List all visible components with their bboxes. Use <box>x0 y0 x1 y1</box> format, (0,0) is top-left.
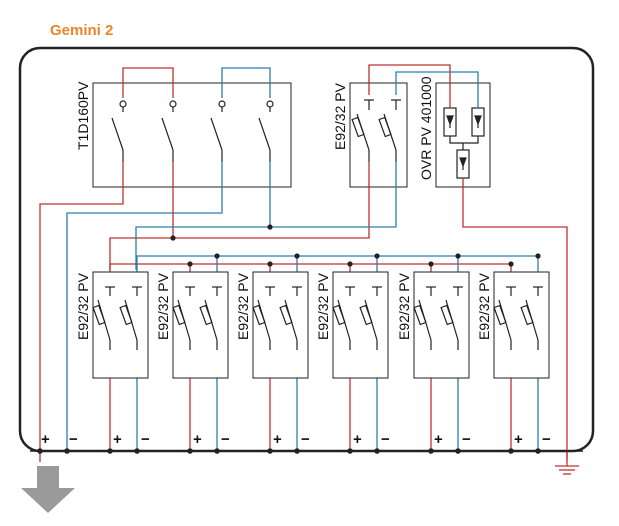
string-plus-label: + <box>434 431 443 448</box>
string-minus-label: − <box>141 431 150 448</box>
wire-blue <box>66 162 223 437</box>
wire-blue <box>395 71 479 108</box>
spd-fuse-label: E92/32 PV <box>332 82 348 150</box>
spd-fuse: E92/32 PV <box>332 82 408 188</box>
wire-red <box>39 162 124 437</box>
string-fuse-block: E92/32 PV <box>155 271 229 379</box>
fuse-icon <box>520 304 534 326</box>
string-fuse-label: E92/32 PV <box>476 272 492 340</box>
string-minus-label: − <box>542 431 551 448</box>
terminal-node <box>508 448 514 454</box>
diagram-title: Gemini 2 <box>50 22 114 39</box>
junction-node <box>508 261 514 267</box>
terminal-node <box>347 448 353 454</box>
string-plus-label: + <box>273 431 282 448</box>
string-fuse-block: E92/32 PV <box>235 271 309 379</box>
terminal-node <box>267 448 273 454</box>
surge-protector: OVR PV 401000 <box>418 76 491 188</box>
fuse-icon <box>493 304 507 326</box>
terminal-node <box>187 448 193 454</box>
fuse-icon <box>172 304 186 326</box>
fuse-icon <box>332 304 346 326</box>
junction-node <box>187 261 193 267</box>
string-fuse-block: E92/32 PV <box>396 271 470 379</box>
wire-red <box>122 67 174 98</box>
string-plus-label: + <box>113 431 122 448</box>
output-plus-label: + <box>41 431 50 448</box>
terminal-node <box>107 448 113 454</box>
string-plus-label: + <box>193 431 202 448</box>
junction-node <box>455 253 461 259</box>
fuse-icon <box>119 304 133 326</box>
terminal-node <box>428 448 434 454</box>
terminal-node <box>535 448 541 454</box>
string-fuse-label: E92/32 PV <box>155 272 171 340</box>
fuse-icon <box>199 304 213 326</box>
fuse-icon <box>378 116 392 138</box>
surge-protector-label: OVR PV 401000 <box>418 76 434 180</box>
terminal-node <box>214 448 220 454</box>
arrow-down-icon <box>21 466 75 513</box>
ground-icon <box>555 460 579 475</box>
output-minus-label: − <box>69 431 78 448</box>
terminal-node <box>37 448 43 454</box>
fuse-icon <box>351 116 365 138</box>
terminal-node <box>455 448 461 454</box>
string-plus-label: + <box>514 431 523 448</box>
fuse-icon <box>279 304 293 326</box>
string-fuse-block: E92/32 PV <box>476 271 550 379</box>
fuse-icon <box>252 304 266 326</box>
junction-node <box>294 253 300 259</box>
main-switch-label: T1D160PV <box>75 81 91 150</box>
terminal-node <box>374 448 380 454</box>
wire-red <box>368 64 451 108</box>
string-fuse-block: E92/32 PV <box>315 271 389 379</box>
junction-node <box>267 224 273 230</box>
string-minus-label: − <box>381 431 390 448</box>
junction-node <box>374 253 380 259</box>
wire-blue <box>135 162 397 270</box>
junction-node <box>428 261 434 267</box>
string-minus-label: − <box>462 431 471 448</box>
junction-node <box>347 261 353 267</box>
terminal-node <box>134 448 140 454</box>
string-fuse-block: E92/32 PV <box>75 271 149 379</box>
string-fuse-label: E92/32 PV <box>315 272 331 340</box>
junction-node <box>267 261 273 267</box>
terminal-node <box>294 448 300 454</box>
string-minus-label: − <box>301 431 310 448</box>
fuse-icon <box>359 304 373 326</box>
wire-red <box>109 162 370 270</box>
string-fuse-label: E92/32 PV <box>235 272 251 340</box>
fuse-icon <box>92 304 106 326</box>
fuse-icon <box>413 304 427 326</box>
main-switch: T1D160PV <box>75 81 292 188</box>
terminal-node <box>64 448 70 454</box>
string-minus-label: − <box>221 431 230 448</box>
string-fuse-label: E92/32 PV <box>75 272 91 340</box>
fuse-icon <box>440 304 454 326</box>
wire-blue <box>221 67 271 98</box>
junction-node <box>170 235 176 241</box>
wire-red <box>462 178 568 460</box>
junction-node <box>214 253 220 259</box>
junction-node <box>535 253 541 259</box>
string-fuse-label: E92/32 PV <box>396 272 412 340</box>
string-plus-label: + <box>353 431 362 448</box>
